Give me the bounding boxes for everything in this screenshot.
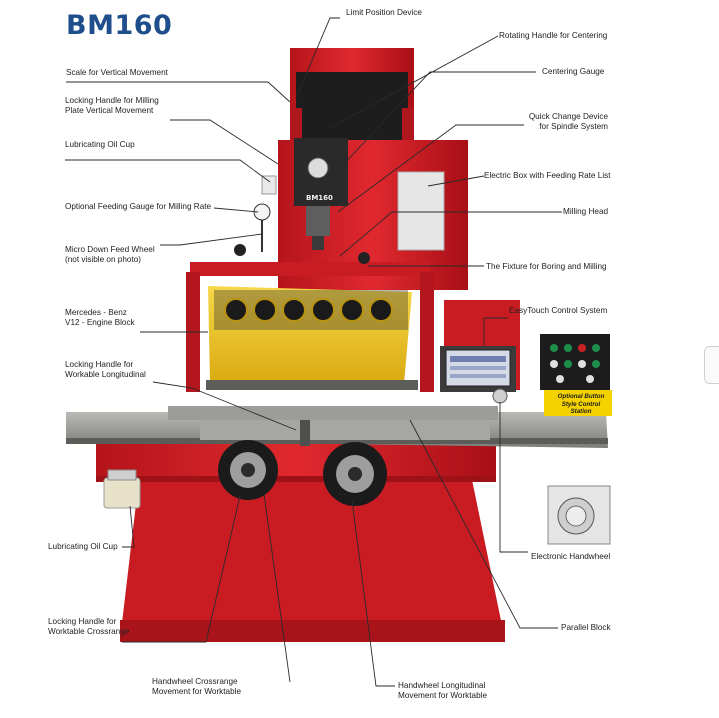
electronic-handwheel-inset bbox=[547, 485, 611, 545]
label-handwheel-crossrange: Handwheel Crossrange Movement for Workta… bbox=[152, 677, 241, 697]
label-optional-gauge: Optional Feeding Gauge for Milling Rate bbox=[65, 202, 212, 211]
label-handwheel-longitudinal: Handwheel Longitudinal Movement for Work… bbox=[398, 681, 487, 701]
station-buttons bbox=[550, 344, 600, 383]
label-handwheel-crossrange-line-2: Movement for Worktable bbox=[152, 687, 242, 696]
optional-station-caption-line-1: Optional Button bbox=[557, 393, 605, 400]
label-lubricating-cup-upper: Lubricating Oil Cup bbox=[65, 140, 135, 149]
optional-station-caption-line-2: Style Control Station bbox=[561, 400, 601, 416]
label-micro-down-feed-line-2: (not visible on photo) bbox=[65, 255, 142, 264]
machine-badge-text: BM160 bbox=[306, 194, 333, 202]
engine-block bbox=[206, 286, 418, 390]
label-locking-crossrange-line-2: Worktable Crossrange bbox=[48, 627, 130, 636]
label-milling-head: Milling Head bbox=[563, 207, 609, 216]
label-quick-change: Quick Change Device for Spindle System bbox=[520, 112, 608, 132]
milling-head: BM160 bbox=[294, 138, 348, 250]
label-locking-longitudinal: Locking Handle for Workable Longitudinal bbox=[65, 360, 146, 380]
label-locking-milling: Locking Handle for Milling Plate Vertica… bbox=[65, 96, 159, 116]
lubricating-oil-cup-upper bbox=[261, 175, 277, 195]
fixture bbox=[186, 244, 434, 392]
label-lubricating-cup-lower: Lubricating Oil Cup bbox=[48, 542, 118, 551]
label-engine-block-line-2: V12 - Engine Block bbox=[65, 318, 135, 327]
label-limit-position: Limit Position Device bbox=[346, 8, 422, 17]
label-handwheel-crossrange-line-1: Handwheel Crossrange bbox=[152, 677, 238, 686]
label-locking-longitudinal-line-2: Workable Longitudinal bbox=[65, 370, 146, 379]
easytouch-control-panel bbox=[440, 346, 516, 392]
label-micro-down-feed-line-1: Micro Down Feed Wheel bbox=[65, 245, 155, 254]
label-quick-change-line-2: for Spindle System bbox=[539, 122, 608, 131]
label-scale-vertical: Scale for Vertical Movement bbox=[66, 68, 168, 77]
electronic-handwheel-mini bbox=[492, 388, 508, 404]
label-handwheel-longitudinal-line-1: Handwheel Longitudinal bbox=[398, 681, 486, 690]
optional-station-caption: Optional Button Style Control Station bbox=[552, 393, 610, 416]
label-locking-milling-line-2: Plate Vertical Movement bbox=[65, 106, 154, 115]
label-rotating-handle: Rotating Handle for Centering bbox=[499, 31, 608, 40]
label-electronic-handwheel: Electronic Handwheel bbox=[531, 552, 611, 561]
optional-feeding-gauge bbox=[253, 203, 271, 252]
label-locking-crossrange-line-1: Locking Handle for bbox=[48, 617, 117, 626]
optional-button-station-inset bbox=[540, 334, 612, 416]
label-centering-gauge: Centering Gauge bbox=[542, 67, 605, 76]
leader-lines bbox=[65, 17, 562, 687]
label-engine-block-line-1: Mercedes - Benz bbox=[65, 308, 127, 317]
label-micro-down-feed: Micro Down Feed Wheel (not visible on ph… bbox=[65, 245, 155, 265]
label-locking-crossrange: Locking Handle for Worktable Crossrange bbox=[48, 617, 129, 637]
label-locking-milling-line-1: Locking Handle for Milling bbox=[65, 96, 159, 105]
worktable bbox=[66, 406, 608, 448]
handwheel-crossrange bbox=[218, 440, 278, 500]
label-handwheel-longitudinal-line-2: Movement for Worktable bbox=[398, 691, 488, 700]
label-locking-longitudinal-line-1: Locking Handle for bbox=[65, 360, 134, 369]
lubricating-oil-cup-lower bbox=[103, 469, 141, 509]
label-easytouch: EasyTouch Control System bbox=[509, 306, 608, 315]
label-parallel-block: Parallel Block bbox=[561, 623, 611, 632]
label-electric-box: Electric Box with Feeding Rate List bbox=[484, 171, 611, 180]
diagram-title: BM160 bbox=[66, 10, 173, 41]
label-quick-change-line-1: Quick Change Device bbox=[528, 112, 608, 121]
label-engine-block: Mercedes - Benz V12 - Engine Block bbox=[65, 308, 135, 328]
handwheel-longitudinal bbox=[323, 442, 387, 506]
machine-base bbox=[96, 438, 505, 642]
side-scroll-tab[interactable] bbox=[704, 346, 719, 384]
label-fixture: The Fixture for Boring and Milling bbox=[486, 262, 607, 271]
